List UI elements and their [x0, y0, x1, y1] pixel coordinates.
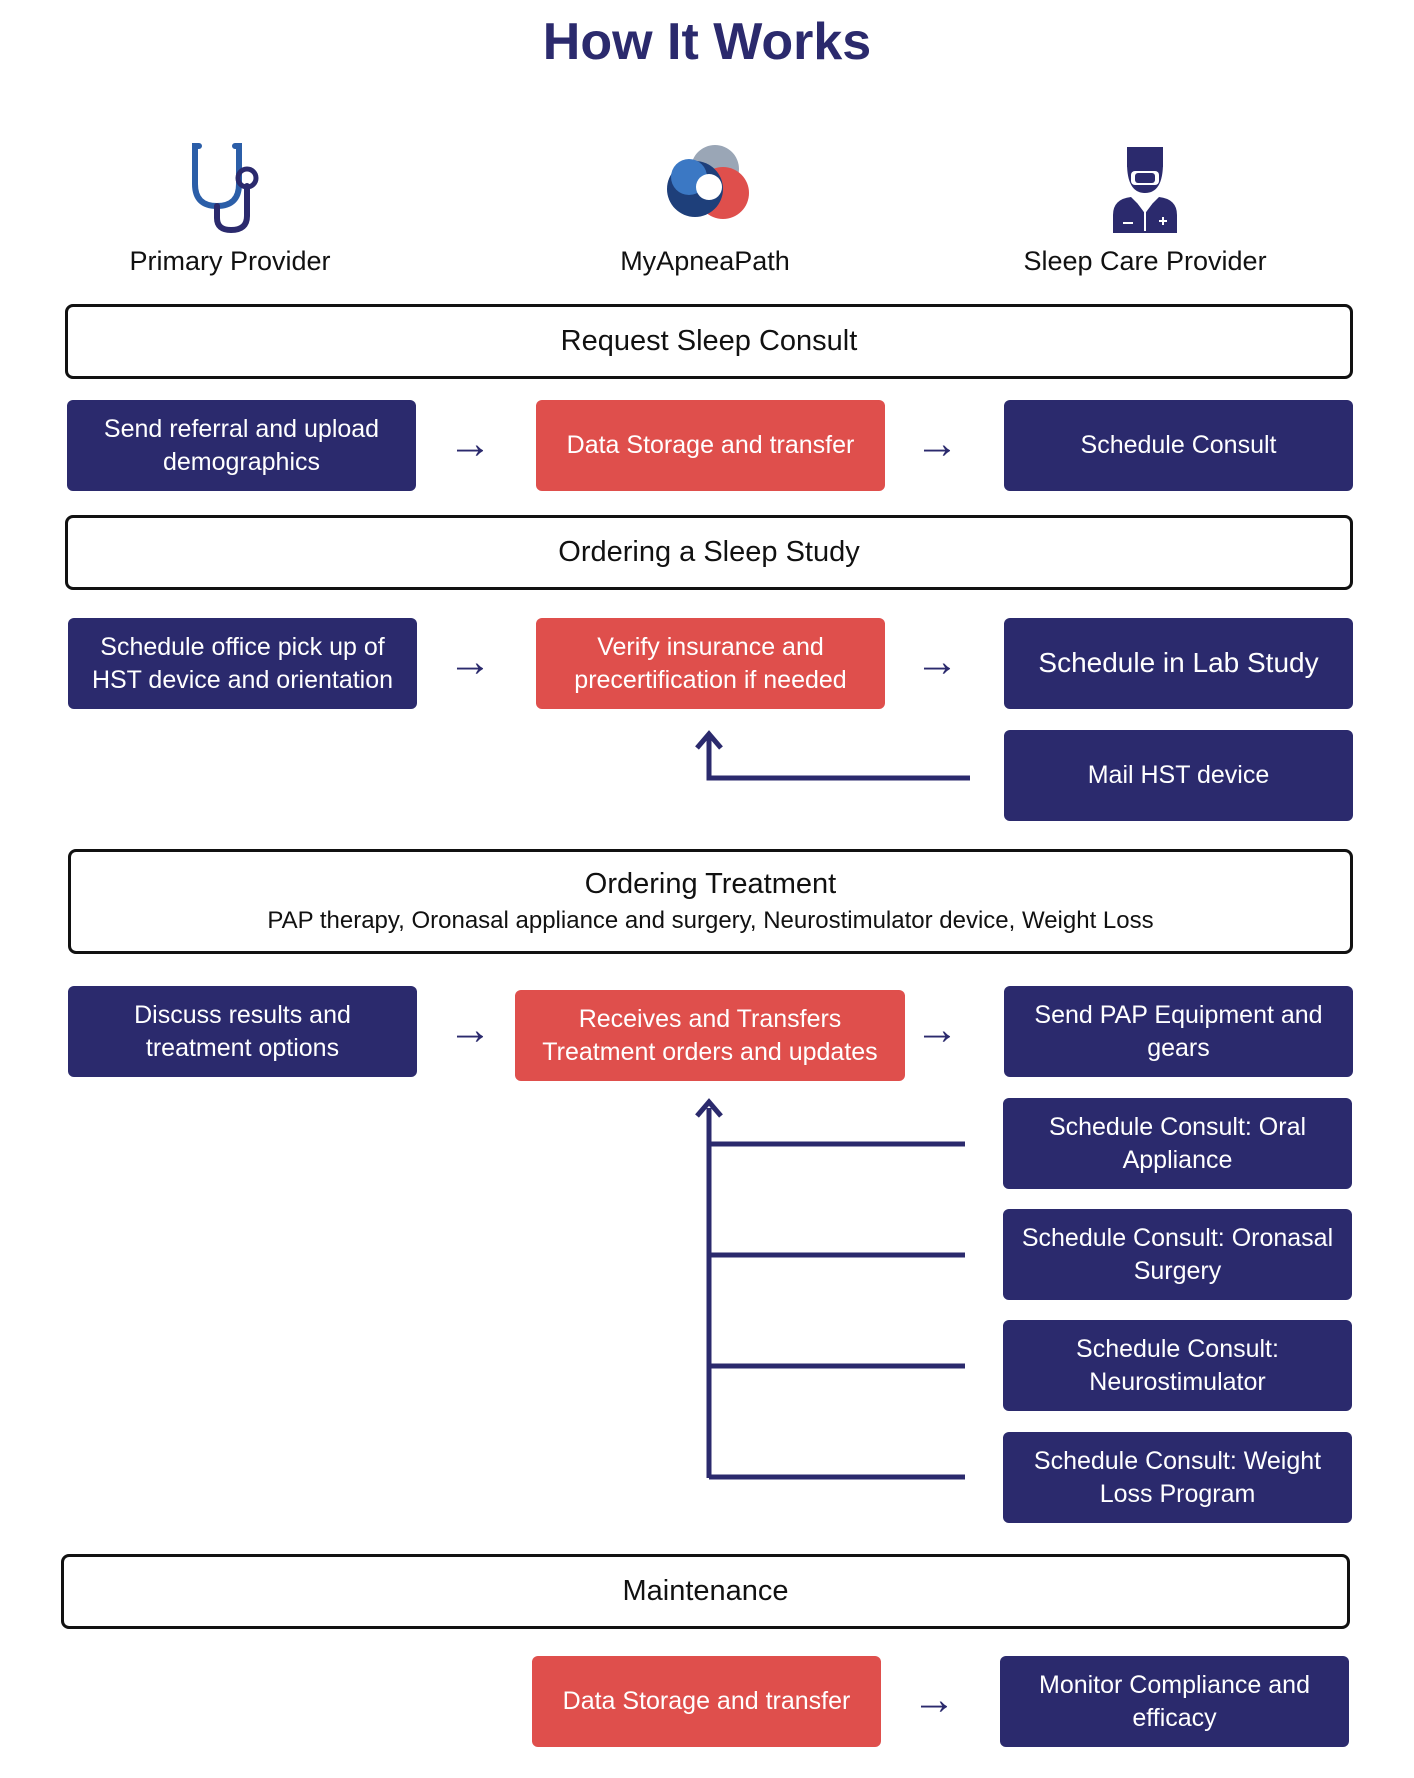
box-mail-hst-device: Mail HST device	[1004, 730, 1353, 821]
box-send-pap-equipment: Send PAP Equipment and gears	[1004, 986, 1353, 1077]
treatment-trunk-arrowhead	[695, 1098, 723, 1118]
doctor-icon	[1105, 138, 1185, 236]
arrow-right-icon: →	[912, 1675, 956, 1724]
box-consult-oral-appliance: Schedule Consult: Oral Appliance	[1003, 1098, 1352, 1189]
arrow-right-icon: →	[915, 1005, 959, 1054]
arrow-right-icon: →	[448, 1005, 492, 1054]
box-monitor-compliance: Monitor Compliance and efficacy	[1000, 1656, 1349, 1747]
mail-hst-return-arrowhead	[695, 730, 723, 750]
arrow-right-icon: →	[915, 419, 959, 468]
box-verify-insurance: Verify insurance and precertification if…	[536, 618, 885, 709]
section-title: Ordering Treatment	[584, 868, 837, 900]
section-title: Request Sleep Consult	[560, 325, 858, 357]
role-myapneapath: MyApneaPath	[620, 246, 790, 276]
box-send-referral: Send referral and upload demographics	[67, 400, 416, 491]
role-sleep-care-provider: Sleep Care Provider	[1023, 246, 1267, 276]
role-primary-provider: Primary Provider	[129, 246, 331, 276]
box-consult-neurostimulator: Schedule Consult: Neurostimulator	[1003, 1320, 1352, 1411]
arrow-right-icon: →	[448, 419, 492, 468]
arrow-right-icon: →	[448, 637, 492, 686]
box-discuss-results: Discuss results and treatment options	[68, 986, 417, 1077]
section-ordering-treatment: Ordering Treatment PAP therapy, Oronasal…	[68, 849, 1353, 954]
box-schedule-pickup: Schedule office pick up of HST device an…	[68, 618, 417, 709]
mail-hst-return-line	[706, 738, 970, 781]
stethoscope-icon	[180, 138, 270, 236]
section-maintenance: Maintenance	[61, 1554, 1350, 1629]
arrow-right-icon: →	[915, 637, 959, 686]
box-consult-oronasal-surgery: Schedule Consult: Oronasal Surgery	[1003, 1209, 1352, 1300]
section-request-sleep-consult: Request Sleep Consult	[65, 304, 1353, 379]
box-receives-transfers: Receives and Transfers Treatment orders …	[515, 990, 905, 1081]
box-schedule-consult: Schedule Consult	[1004, 400, 1353, 491]
myapneapath-logo-icon	[660, 138, 756, 234]
section-ordering-sleep-study: Ordering a Sleep Study	[65, 515, 1353, 590]
box-data-storage-1: Data Storage and transfer	[536, 400, 885, 491]
box-data-storage-2: Data Storage and transfer	[532, 1656, 881, 1747]
section-title: Maintenance	[622, 1575, 789, 1607]
section-title: Ordering a Sleep Study	[558, 536, 860, 568]
page-title: How It Works	[542, 13, 872, 71]
section-subtitle: PAP therapy, Oronasal appliance and surg…	[267, 907, 1154, 934]
box-consult-weight-loss: Schedule Consult: Weight Loss Program	[1003, 1432, 1352, 1523]
box-schedule-lab-study: Schedule in Lab Study	[1004, 618, 1353, 709]
